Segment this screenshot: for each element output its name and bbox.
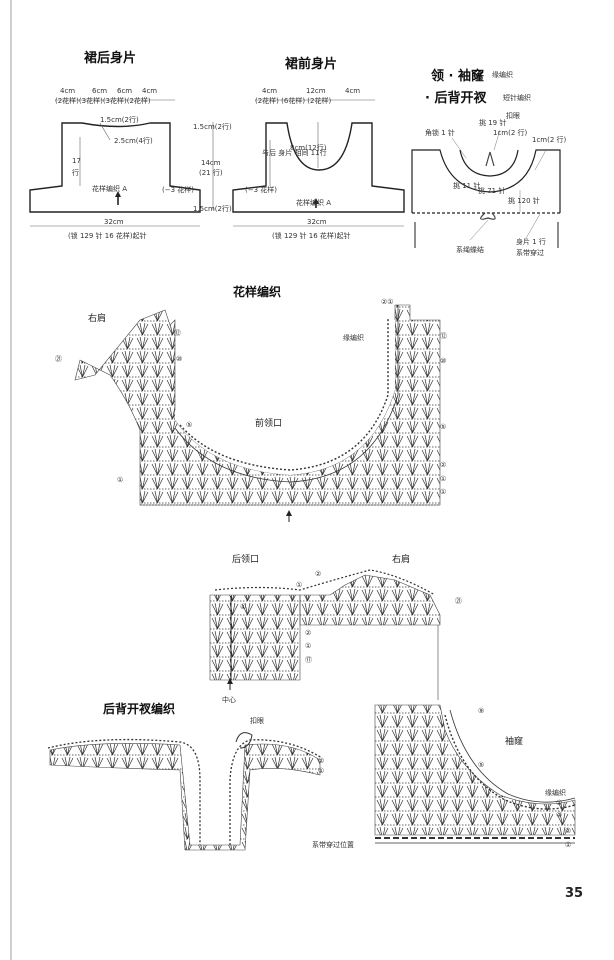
dim-1cm-2row: 1cm(2 行) [493,129,528,137]
front-width: 32cm [307,218,327,226]
row-1-right-a: ① [440,475,447,483]
back-opening-chart-title: 后背开衩编织 [103,702,176,716]
row-17-back: ⑰ [305,656,312,664]
tie-through: 系带穿过 [516,249,544,257]
back-neckline-chart [209,569,441,700]
back-neckline-label: 后领口 [232,555,260,565]
back-opening-chart [47,732,323,851]
tie-position: 系带穿过位置 [312,841,354,849]
row-2-armhole: ② [565,827,572,835]
row-12-right: ⑫ [440,332,447,340]
finishing-schematic [411,149,561,248]
pick-71: 挑 71 针 [478,187,506,195]
right-shoulder-front: 右肩 [88,314,107,324]
row-2-back-b: ② [305,629,312,637]
dim-1cm-2row-b: 1cm(2 行) [532,136,567,144]
dim-21row: (21 行) [199,169,223,177]
pick-120: 挑 120 针 [508,197,540,205]
front-armhole: 与后 身片 相同 11行 [262,149,327,157]
button-loop: 扣眼 [506,112,520,120]
dim-1-5cm-2row: 1.5cm(2行) [193,123,232,131]
row-2-back: ② [315,570,322,578]
front-pattern-chart [74,304,441,506]
back-dim-2-5cm: 2.5cm(4行) [114,137,153,145]
row-1-back-b: ① [305,642,312,650]
edging-armhole: 缘编织 [545,789,566,797]
pattern-title: 花样编织 [233,285,282,299]
back-dim-row: 行 [72,169,79,177]
dim-14cm: 14cm [201,159,221,167]
back-skirt-schematic [29,122,201,213]
row-1-back: ① [296,581,303,589]
front-cast-on: (锁 129 针 16 花样)起针 [272,232,351,240]
row-5-left: ⑤ [186,421,193,429]
armhole-label: 袖窿 [505,737,524,747]
back-dim-4cm-left: 4cm [60,87,76,95]
back-pattern-a: 花样编织 A [92,185,128,193]
row-21-back: ㉑ [455,597,462,605]
back-opening-title: · 后背开衩 [425,91,487,106]
corner-lock: 角锁 1 针 [425,129,455,137]
row-1-opening: ① [318,767,325,775]
row-10-left: ⑩ [176,355,183,363]
tie-bow: 系绳蝶结 [456,246,484,254]
row-2-1-top: ②① [381,298,394,306]
back-skirt-title: 裙后身片 [84,51,137,66]
page-binding-line [10,0,12,960]
row-10-right: ⑩ [440,357,447,365]
center-label: 中心 [222,696,236,704]
back-dim-17: 17 [72,157,81,165]
row-1-right-b: ① [440,488,447,496]
button-loop-chart: 扣眼 [250,717,264,725]
row-1-armhole-b: ① [556,811,563,819]
row-4-back: ④ [240,603,247,611]
edging-front: 缘编织 [343,334,364,342]
back-cast-on: (锁 129 针 16 花样)起针 [68,232,147,240]
front-motifs-row: (2花样) (6花样) (2花样) [255,97,332,105]
pick-19: 挑 19 针 [479,119,507,127]
page-number: 35 [565,886,584,901]
row-12-left: ⑫ [174,329,181,337]
front-neck-8cm: 8cm(12行) [290,144,327,152]
back-decrease: (−3 花样) [162,186,195,194]
row-1-left: ① [117,476,124,484]
pick-11: 挑 11 针 [453,182,481,190]
row-5-armhole: ⑤ [478,761,485,769]
row-2-right: ② [440,461,447,469]
front-neckline-label: 前领口 [255,419,283,429]
short-needle-label: 短针编织 [503,94,531,102]
row-9-armhole: ⑨ [478,707,485,715]
row-2-opening: ② [318,757,325,765]
armhole-chart [374,704,576,844]
dim-1-5cm-bottom: 1.5cm(2行) [193,205,232,213]
collar-sleeve-title: 领 · 袖窿 [431,69,484,84]
row-5-right: ⑤ [440,423,447,431]
front-decrease: (−3 花样) [245,186,278,194]
front-pattern-a: 花样编织 A [296,199,332,207]
front-skirt-title: 裙前身片 [285,57,338,72]
edging-label: 缘编织 [492,71,513,79]
row-1-armhole-c: ① [565,841,572,849]
front-dim-4cm-left: 4cm [262,87,278,95]
row-21-left: ㉑ [55,355,62,363]
back-dim-1-5cm: 1.5cm(2行) [100,116,139,124]
front-dim-12cm: 12cm [306,87,326,95]
front-dim-4cm-right: 4cm [345,87,361,95]
back-dim-4cm-right: 4cm [142,87,158,95]
back-dim-6cm-2: 6cm [117,87,133,95]
right-shoulder-back: 右肩 [392,555,411,565]
back-dim-6cm: 6cm [92,87,108,95]
back-motifs-row: (2花样)(3花样)(3花样)(2花样) [55,97,151,105]
body-1row: 身片 1 行 [516,238,546,246]
back-width: 32cm [104,218,124,226]
front-skirt-schematic [232,122,405,213]
row-1-armhole-a: ① [556,799,563,807]
